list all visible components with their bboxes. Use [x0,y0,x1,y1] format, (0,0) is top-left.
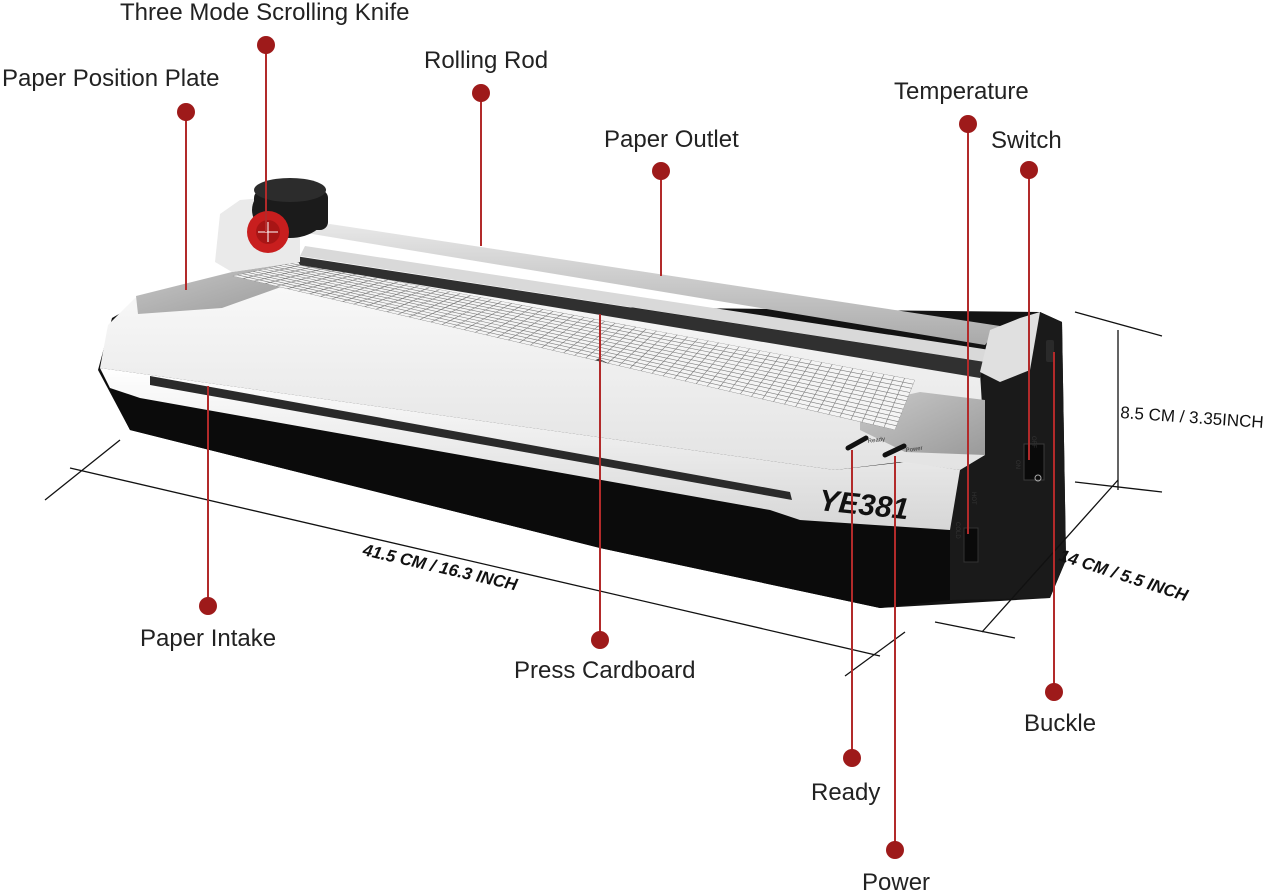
callout-temperature: Temperature [894,78,1029,534]
grid-line [273,266,909,397]
height-label: 8.5 CM / 3.35INCH [1120,403,1265,432]
temperature-switch[interactable]: COLD HOT [954,492,979,563]
grid-line [279,265,911,393]
ready-indicator-text: Ready [867,437,885,445]
grid-line [247,272,901,418]
paper-intake-label: Paper Intake [140,625,276,652]
callout-paper-outlet: Paper Outlet [604,126,739,276]
on-text: ON [1014,460,1020,469]
grid-line [263,268,906,406]
paper-intake-slot [150,376,792,500]
scrolling-knife[interactable] [247,178,328,253]
knife-label: Three Mode Scrolling Knife [120,0,409,26]
indicator-panel: Ready Power [845,435,923,458]
callout-switch: Switch [991,127,1062,460]
front-bottom-band [100,372,960,608]
off-text: OFF [1030,436,1036,448]
power-indicator-text: Power [905,446,923,454]
switch-label: Switch [991,127,1062,154]
buckle[interactable] [1046,340,1054,362]
paper-outlet-label: Paper Outlet [604,126,739,153]
callout-power: Power [862,456,930,894]
top-shell [100,262,985,470]
callout-press-cardboard: Press Cardboard [514,314,695,684]
callout-buckle: Buckle [1024,352,1096,737]
grid-line [289,262,914,385]
press-cardboard-label: Press Cardboard [514,657,695,684]
callout-rolling-rod: Rolling Rod [424,47,548,246]
power-label: Power [862,869,930,894]
hot-text: HOT [970,492,976,505]
grid-line [237,274,897,427]
callout-paper-intake: Paper Intake [140,386,276,652]
laminator-device: Ready Power YE381 COLD HOT ON OFF [98,178,1066,608]
grid-line [242,273,899,422]
right-end-housing [980,312,1040,382]
callout-paper-position-plate: Paper Position Plate [2,65,219,290]
grid-line [258,269,904,410]
rail-shadow [295,256,985,378]
rolling-rod [300,224,1000,345]
right-end-cap [950,312,1066,600]
buckle-label: Buckle [1024,710,1096,737]
grid-line [252,271,902,414]
power-light-icon [882,443,907,458]
grid-line [284,264,912,389]
rolling-rod-label: Rolling Rod [424,47,548,74]
grid-line [268,267,907,402]
temperature-label: Temperature [894,78,1029,105]
dimension-height: 8.5 CM / 3.35INCH [1074,311,1265,493]
callout-knife: Three Mode Scrolling Knife [120,0,409,232]
paper-position-plate-label: Paper Position Plate [2,65,219,92]
ready-light-icon [845,435,869,451]
callout-ready: Ready [811,450,880,806]
depth-label: 14 CM / 5.5 INCH [1057,546,1191,606]
cold-text: COLD [954,522,960,539]
paper-outlet [300,246,990,362]
ready-label: Ready [811,779,880,806]
